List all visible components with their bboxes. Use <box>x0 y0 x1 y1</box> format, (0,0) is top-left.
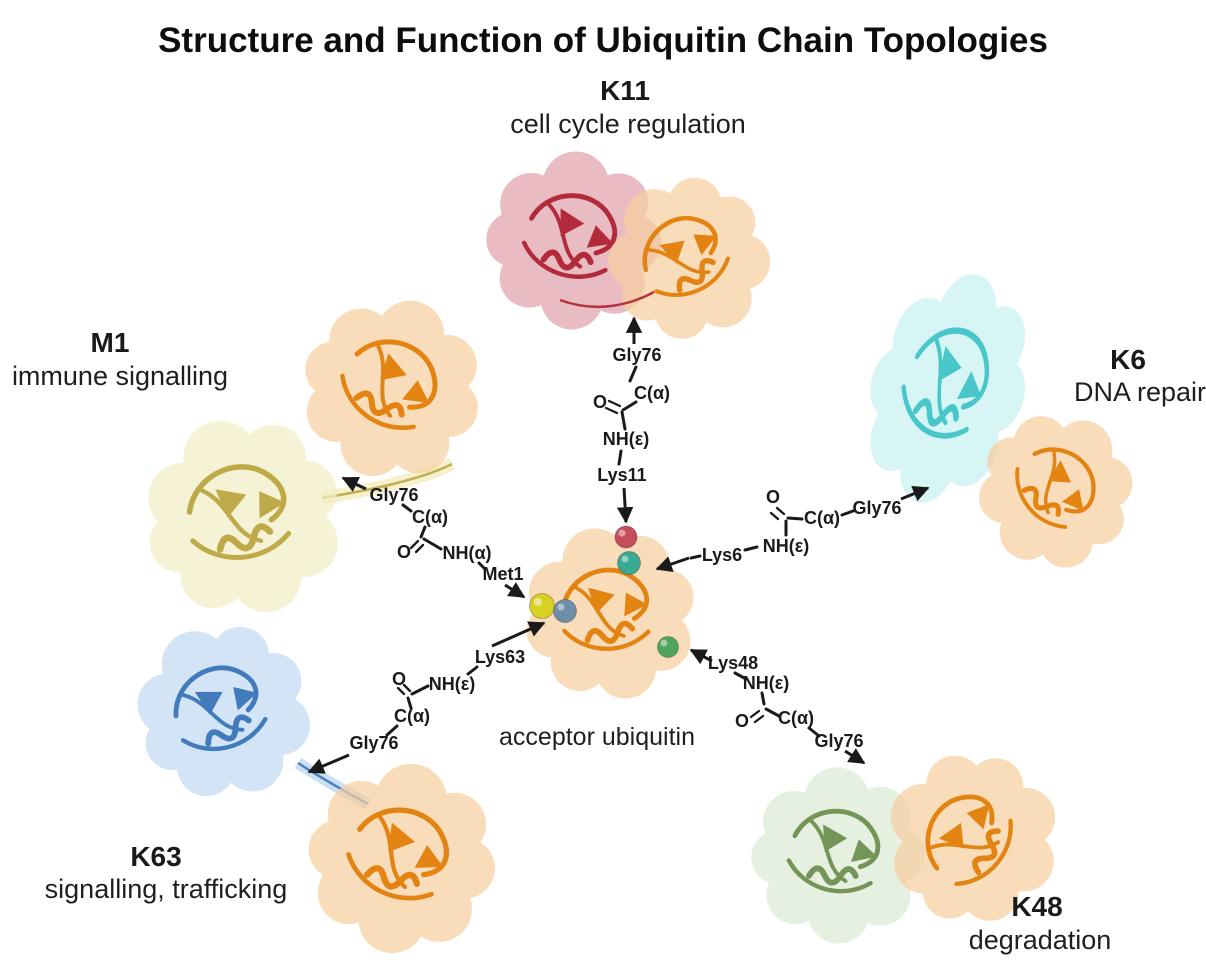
double-bond <box>604 406 619 415</box>
k11-acceptor-arrow <box>616 487 634 524</box>
k11-calpha-label: C(α) <box>634 383 670 403</box>
lys6-site-sphere <box>617 551 641 575</box>
bond <box>760 691 766 706</box>
lys48-site-sphere <box>657 636 679 658</box>
k6-donor-arrow <box>900 485 930 502</box>
bond <box>466 665 479 676</box>
bond <box>477 561 487 571</box>
bond <box>617 449 623 466</box>
k6-oxygen-label: O <box>766 487 780 507</box>
k63-function-label: signalling, trafficking <box>45 874 288 904</box>
k6-gly76-label: Gly76 <box>852 498 901 518</box>
k63-donor-arrow <box>307 753 350 774</box>
bond <box>807 726 821 738</box>
m1-label: M1 <box>91 327 130 358</box>
bond <box>410 684 430 696</box>
bond <box>406 696 413 710</box>
bond <box>385 724 399 737</box>
double-bond <box>409 539 420 550</box>
lys63-site-sphere <box>553 599 577 623</box>
m1-function-label: immune signalling <box>12 361 228 391</box>
bond <box>422 537 443 551</box>
double-bond <box>749 709 761 719</box>
chain-k6: K6 DNA repair <box>839 253 1206 600</box>
k63-acceptor-arrow <box>491 621 546 648</box>
k63-calpha-label: C(α) <box>394 706 430 726</box>
chain-k63: K63 signalling, trafficking <box>45 595 517 960</box>
k63-amide-label: NH(ε) <box>429 674 476 694</box>
k6-acceptor-arrow <box>655 556 690 572</box>
double-bond <box>753 714 765 724</box>
k11-label: K11 <box>600 75 650 106</box>
k6-function-label: DNA repair <box>1074 377 1206 407</box>
k11-function-label: cell cycle regulation <box>510 109 746 139</box>
bond <box>628 365 638 383</box>
m1-linker-strand <box>321 462 453 500</box>
k63-distal-ubiquitin-structure <box>107 595 339 828</box>
bond <box>401 503 413 513</box>
k63-oxygen-label: O <box>392 669 406 689</box>
k63-label: K63 <box>130 841 181 872</box>
k6-calpha-label: C(α) <box>804 508 840 528</box>
k63-linkage-chemistry: Lys63 NH(ε) O C(α) Gly76 <box>307 621 546 774</box>
k48-donor-arrow <box>844 748 866 765</box>
k48-label: K48 <box>1011 891 1062 922</box>
k11-linker-strand <box>559 290 655 309</box>
k48-calpha-label: C(α) <box>778 708 814 728</box>
k48-acceptor-arrow <box>689 648 713 665</box>
figure-title: Structure and Function of Ubiquitin Chai… <box>158 21 1048 60</box>
double-bond <box>775 506 786 516</box>
double-bond <box>769 511 780 521</box>
m1-gly76-label: Gly76 <box>369 485 418 505</box>
k11-gly76-label: Gly76 <box>612 345 661 365</box>
k63-gly76-label: Gly76 <box>349 733 398 753</box>
m1-acceptor-arrow <box>504 582 526 599</box>
m1-linkage-chemistry: Gly76 C(α) O NH(α) Met1 <box>341 476 526 599</box>
k48-amide-label: NH(ε) <box>743 673 790 693</box>
k11-oxygen-label: O <box>593 392 607 412</box>
k11-linkage-chemistry: Gly76 C(α) O NH(ε) Lys11 <box>593 316 670 524</box>
k6-label: K6 <box>1110 344 1146 375</box>
chain-k11: K11 cell cycle regulation <box>475 75 801 372</box>
m1-donor-arrow <box>341 476 367 492</box>
k6-amide-label: NH(ε) <box>763 536 810 556</box>
k48-oxygen-label: O <box>735 711 749 731</box>
bond <box>840 509 855 517</box>
met1-site-sphere <box>529 593 555 619</box>
lys11-site-sphere <box>614 525 638 549</box>
m1-calpha-label: C(α) <box>412 507 448 527</box>
k6-residue-label: Lys6 <box>702 545 742 565</box>
double-bond <box>402 683 412 693</box>
double-bond <box>396 686 406 696</box>
k48-linkage-chemistry: Lys48 NH(ε) O C(α) Gly76 <box>689 648 866 765</box>
m1-residue-label: Met1 <box>482 564 523 584</box>
acceptor-ubiquitin: acceptor ubiquitin <box>499 513 710 751</box>
bond <box>621 400 638 412</box>
k11-residue-label: Lys11 <box>597 465 646 485</box>
bond <box>689 554 702 560</box>
k48-function-label: degradation <box>969 925 1112 955</box>
bond <box>764 707 781 718</box>
bond <box>620 410 627 431</box>
double-bond <box>607 399 622 408</box>
k63-residue-label: Lys63 <box>475 647 525 667</box>
chain-k48: K48 degradation <box>744 722 1111 955</box>
bond <box>419 525 427 539</box>
k48-gly76-label: Gly76 <box>814 731 863 751</box>
bond <box>786 516 804 521</box>
k11-amide-label: NH(ε) <box>603 429 650 449</box>
chain-m1: M1 immune signalling <box>12 268 511 639</box>
bond <box>743 545 759 552</box>
acceptor-label: acceptor ubiquitin <box>499 723 695 751</box>
k48-residue-label: Lys48 <box>708 653 758 673</box>
m1-oxygen-label: O <box>397 542 411 562</box>
k6-linkage-chemistry: O C(α) Gly76 NH(ε) Lys6 <box>655 485 930 572</box>
m1-amide-label: NH(α) <box>442 543 491 563</box>
bond <box>733 671 748 681</box>
double-bond <box>414 543 425 554</box>
